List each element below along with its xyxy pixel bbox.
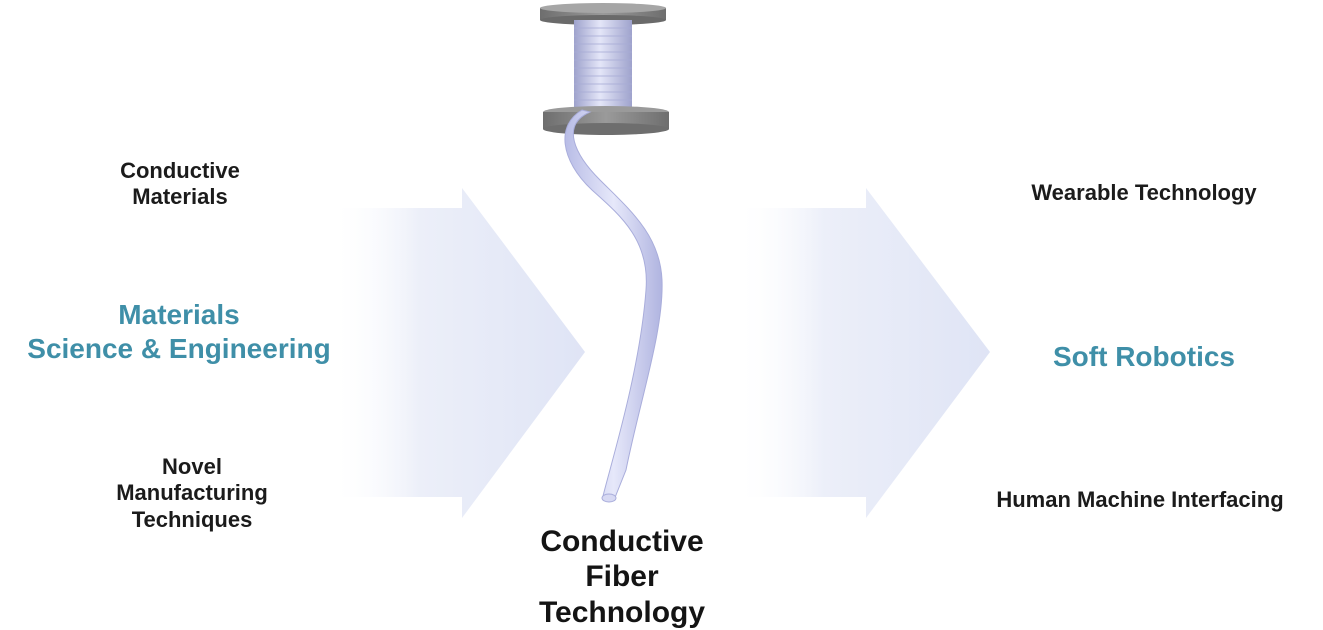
label-line: Conductive bbox=[540, 525, 704, 558]
label-line: Human Machine Interfacing bbox=[996, 487, 1284, 512]
label-line: Materials bbox=[132, 184, 228, 210]
label-line: Technology bbox=[538, 595, 706, 629]
label-line: Fiber bbox=[585, 560, 659, 594]
label-human-machine-interfacing: Human Machine Interfacing bbox=[960, 487, 1320, 513]
conductive-fiber-strand bbox=[564, 109, 663, 501]
label-line: Soft Robotics bbox=[1053, 341, 1235, 372]
label-conductive-fiber-technology: Conductive Fiber Technology bbox=[522, 524, 722, 630]
label-novel-manufacturing-techniques: Novel Manufacturing Techniques bbox=[104, 454, 280, 533]
input-arrow bbox=[330, 188, 585, 518]
spool-icon bbox=[540, 3, 669, 135]
label-line: Materials bbox=[118, 299, 240, 330]
label-line: Novel bbox=[162, 454, 222, 479]
label-line: Techniques bbox=[131, 506, 253, 532]
label-soft-robotics: Soft Robotics bbox=[1014, 340, 1274, 374]
fiber-tip bbox=[601, 493, 617, 503]
label-line: Conductive bbox=[120, 158, 240, 183]
label-wearable-technology: Wearable Technology bbox=[994, 180, 1294, 206]
output-arrow bbox=[735, 188, 990, 518]
label-line: Wearable Technology bbox=[1031, 180, 1257, 205]
label-line: Science & Engineering bbox=[27, 332, 331, 364]
label-materials-science-engineering: Materials Science & Engineering bbox=[0, 298, 358, 365]
label-line: Manufacturing bbox=[116, 480, 268, 506]
label-conductive-materials: Conductive Materials bbox=[92, 158, 268, 211]
